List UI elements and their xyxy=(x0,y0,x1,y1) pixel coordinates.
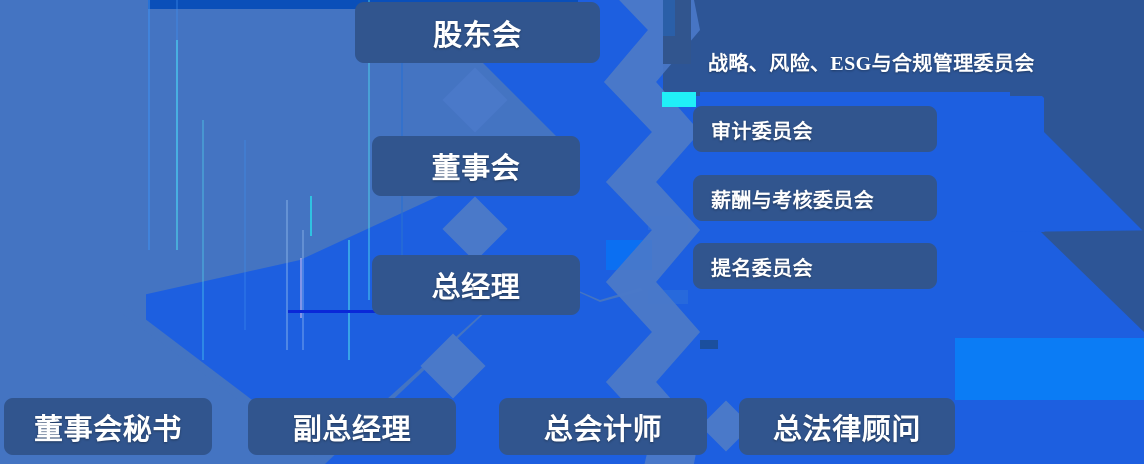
node-committee-remuneration-appraisal-label: 薪酬与考核委员会 xyxy=(711,189,875,212)
node-shareholders-label: 股东会 xyxy=(433,19,522,52)
node-general-counsel-label: 总法律顾问 xyxy=(773,413,921,446)
node-general-manager[interactable]: 总经理 xyxy=(372,255,580,315)
node-board-secretary-label: 董事会秘书 xyxy=(34,413,182,446)
node-committee-nomination-label: 提名委员会 xyxy=(711,257,813,280)
node-general-counsel[interactable]: 总法律顾问 xyxy=(739,398,955,455)
node-committee-remuneration-appraisal[interactable]: 薪酬与考核委员会 xyxy=(693,175,937,221)
node-deputy-general-manager-label: 副总经理 xyxy=(292,413,412,446)
node-committee-nomination[interactable]: 提名委员会 xyxy=(693,243,937,289)
node-chief-accountant-label: 总会计师 xyxy=(543,413,663,446)
node-committee-strategy-risk-esg-compliance-label: 战略、风险、ESG与合规管理委员会 xyxy=(708,52,1035,75)
node-general-manager-label: 总经理 xyxy=(431,272,521,304)
node-board-secretary[interactable]: 董事会秘书 xyxy=(4,398,212,455)
node-board-label: 董事会 xyxy=(431,153,521,185)
node-board[interactable]: 董事会 xyxy=(372,136,580,196)
node-committee-audit-label: 审计委员会 xyxy=(711,120,813,143)
node-chief-accountant[interactable]: 总会计师 xyxy=(499,398,707,455)
node-deputy-general-manager[interactable]: 副总经理 xyxy=(248,398,456,455)
node-committee-strategy-risk-esg-compliance[interactable]: 战略、风险、ESG与合规管理委员会 xyxy=(690,38,1142,84)
node-shareholders[interactable]: 股东会 xyxy=(355,2,600,63)
cyan-accent-bar xyxy=(672,93,696,106)
node-committee-audit[interactable]: 审计委员会 xyxy=(693,106,937,152)
